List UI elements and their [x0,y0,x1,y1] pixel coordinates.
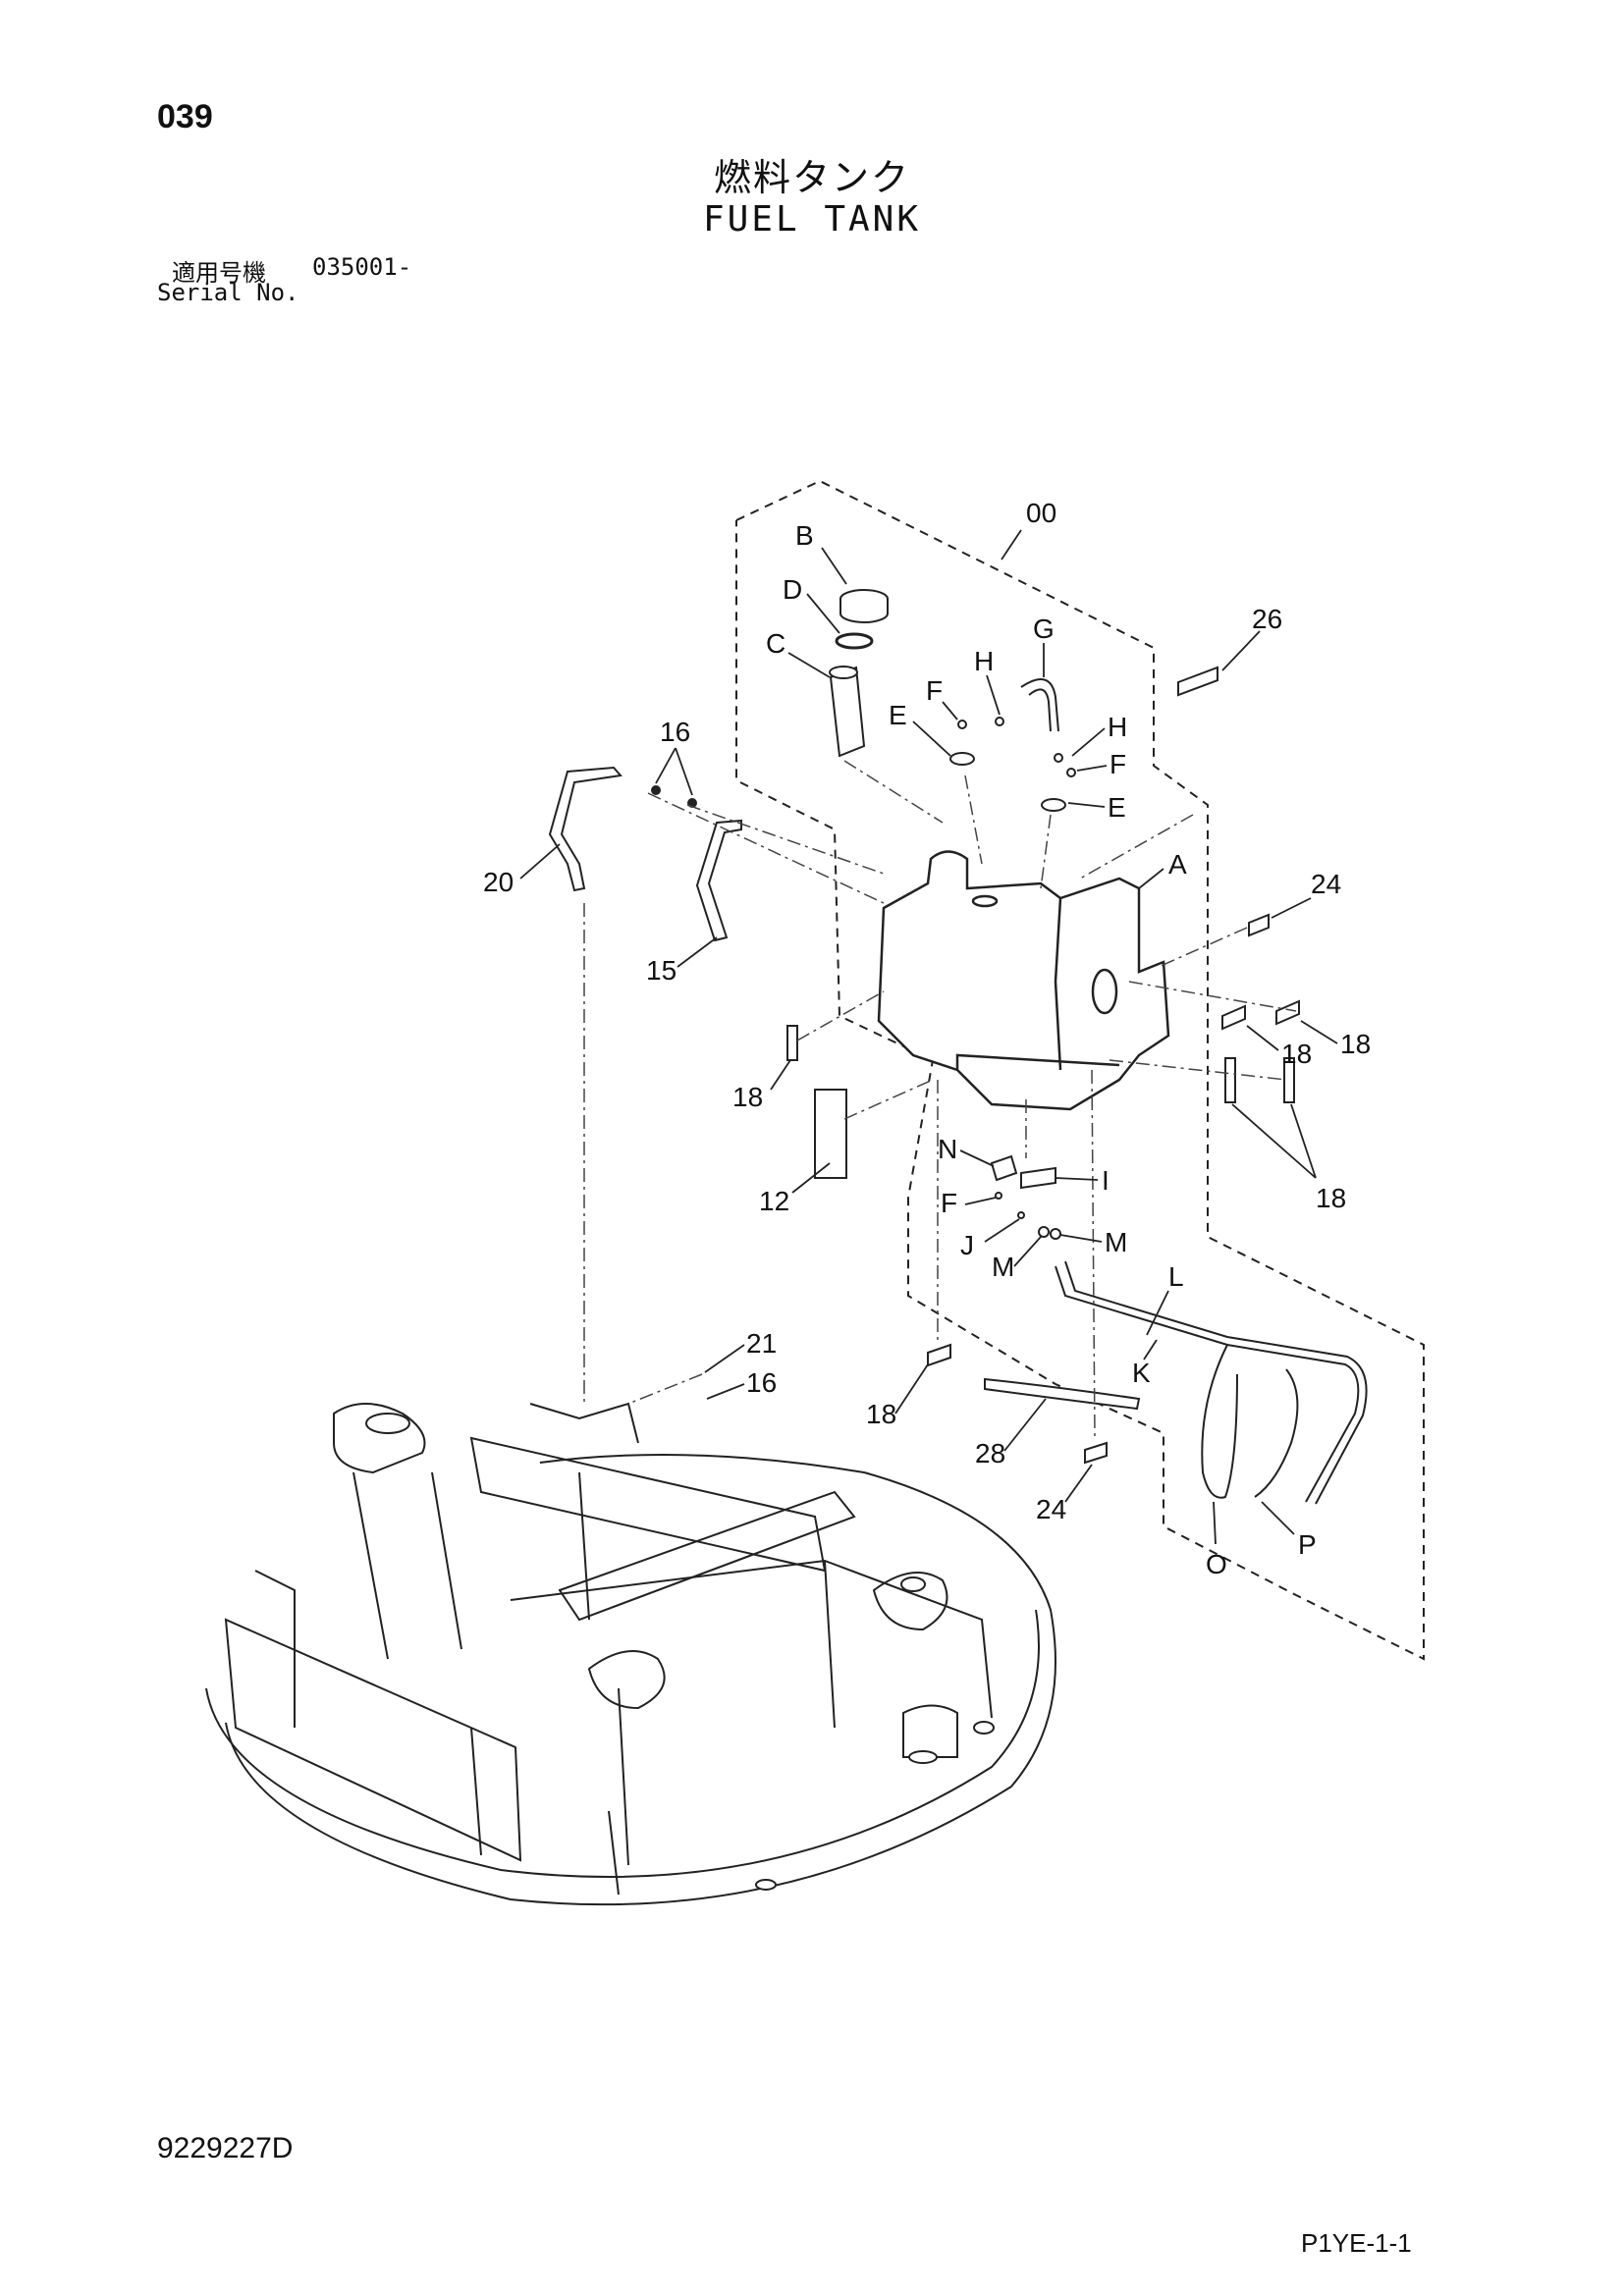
callout-00: 00 [1026,498,1056,528]
callout-15: 15 [646,955,677,986]
callout-18-right-a: 18 [1281,1039,1312,1069]
callout-p: P [1298,1529,1317,1560]
callout-leaders [519,529,1338,1545]
callout-e-upper: E [889,700,907,730]
vent-hose [1020,678,1059,732]
page-number: 039 [157,98,213,135]
callout-l: L [1168,1261,1184,1292]
bracket-20 [548,766,623,892]
callout-g: G [1033,614,1055,644]
callout-c: C [766,628,785,659]
callout-18-right-b: 18 [1340,1029,1371,1059]
frame-holes [365,1413,995,1891]
fuel-cap [839,589,889,623]
callout-18-bottom: 18 [866,1399,896,1429]
callout-h-upper: H [974,646,994,676]
callout-j: J [960,1230,974,1260]
filler-strainer [829,666,866,758]
serial-label-japanese: 適用号機 [172,259,266,287]
page-title: FUEL TANK [702,199,922,240]
fuel-tank [877,850,1170,1111]
assembly-boundary [735,479,1425,1661]
callout-26: 26 [1252,604,1282,634]
callout-a: A [1168,849,1187,880]
callout-f-upper: F [926,675,943,706]
callout-21: 21 [746,1328,777,1359]
callout-labels: 00 B D C G H F E H F E A 26 24 16 20 15 … [483,498,1371,1579]
callout-20: 20 [483,867,514,897]
drain-fittings [990,1154,1061,1240]
drawing-number: 9229227D [157,2132,294,2164]
callout-m-right: M [1105,1227,1127,1257]
callout-h-lower: H [1108,712,1127,742]
callout-b: B [795,520,814,551]
callout-d: D [783,574,802,605]
serial-number-value: 035001- [312,253,412,281]
callout-16-lower: 16 [746,1367,777,1398]
callout-m-left: M [992,1252,1014,1282]
callout-f-drain: F [941,1188,957,1218]
leader-lines [583,760,1297,1439]
callout-18-left: 18 [732,1082,763,1112]
serial-label: Serial No. [157,279,299,306]
callout-f-lower: F [1110,749,1126,779]
callout-k: K [1132,1358,1151,1388]
page-code: P1YE-1-1 [1301,2228,1412,2258]
callout-24-lower: 24 [1036,1494,1066,1524]
callout-i: I [1102,1165,1110,1196]
fuel-hoses [1055,1260,1368,1505]
callout-o: O [1206,1549,1227,1579]
callout-e-lower: E [1108,792,1126,823]
page-title-japanese: 燃料タンク [713,156,910,199]
upper-fittings [949,717,1076,812]
callout-12: 12 [759,1186,789,1216]
callout-16-upper: 16 [660,717,690,747]
strip-28 [984,1377,1141,1411]
callout-n: N [938,1134,957,1164]
rubber-pads [786,913,1300,1465]
callout-18-right-c: 18 [1316,1183,1346,1213]
gasket-ring [835,632,874,650]
callout-28: 28 [975,1438,1005,1468]
part-26-pad [1177,666,1218,697]
callout-24-upper: 24 [1311,869,1341,899]
upper-frame [205,1402,1056,1906]
band-15 [695,819,742,942]
